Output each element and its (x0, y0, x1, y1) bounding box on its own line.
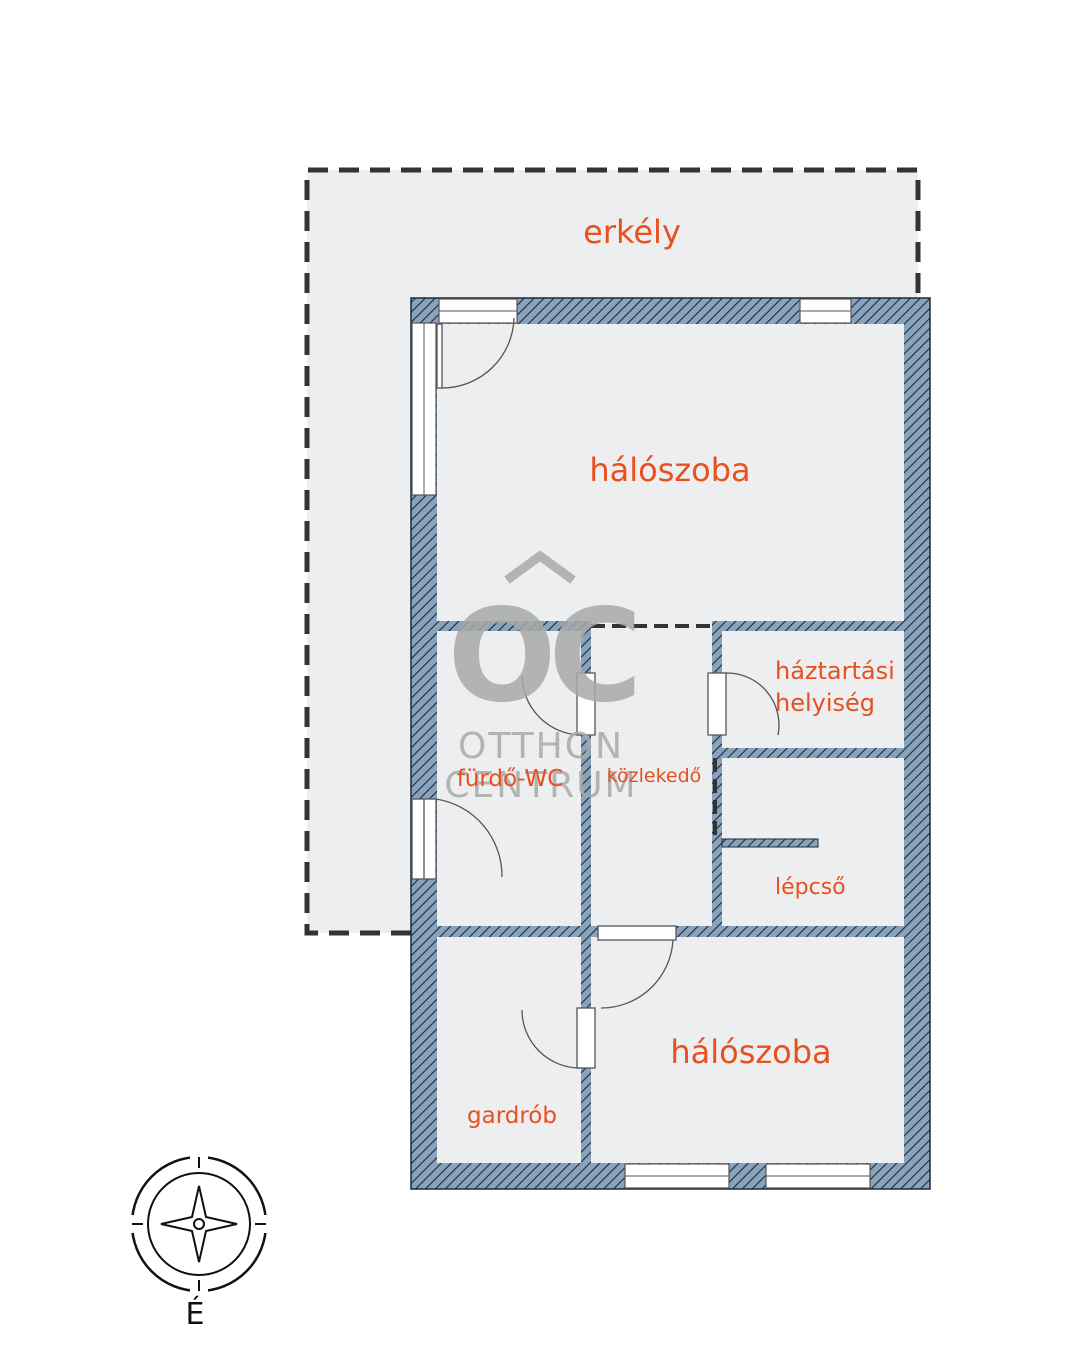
door-top-bedroom (436, 317, 515, 389)
balcony-outline (304, 167, 921, 936)
label-balcony: erkély (583, 213, 681, 251)
watermark-line2: CENTRUM (444, 765, 637, 806)
label-wardrobe: gardrób (467, 1103, 557, 1129)
stair-wall (721, 838, 819, 848)
door-utility (707, 672, 780, 736)
watermark-line1: OTTHON (458, 726, 624, 767)
windows (411, 298, 871, 1189)
door-bathroom-balcony (411, 798, 503, 880)
room-wardrobe (437, 937, 581, 1163)
label-hallway: közlekedő (607, 765, 702, 787)
label-bedroom-bottom: hálószoba (670, 1033, 831, 1071)
otthon-centrum-watermark: OC OTTHON CENTRUM (444, 550, 642, 806)
room-hallway (591, 621, 712, 926)
room-utility (722, 631, 904, 748)
door-wardrobe (521, 1007, 596, 1069)
logo-roof-icon (504, 550, 576, 584)
label-stairs: lépcső (775, 875, 846, 900)
room-bedroom-bottom (591, 937, 904, 1163)
label-bedroom-top: hálószoba (589, 451, 750, 489)
compass-north-label: É (186, 1296, 205, 1332)
label-utility-1: háztartási (775, 657, 895, 685)
label-bathroom: fürdő-WC (457, 766, 564, 792)
watermark-monogram: OC (448, 582, 635, 731)
door-bottom-bedroom (597, 925, 677, 1009)
doors (411, 317, 780, 1069)
door-bathroom-hall (521, 672, 596, 736)
room-bathroom (437, 631, 581, 926)
compass-icon: É (124, 1149, 274, 1332)
label-utility-2: helyiség (775, 689, 875, 717)
